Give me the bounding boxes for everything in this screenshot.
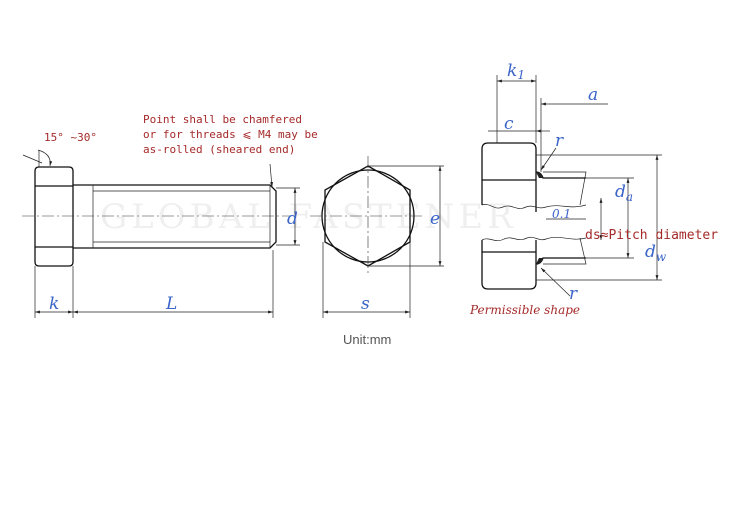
label-d: d <box>287 209 298 229</box>
label-da-sub: a <box>626 190 633 204</box>
label-da: da <box>615 182 633 204</box>
label-r-top: r <box>555 131 564 151</box>
chamfer-note-line-3: as-rolled (sheared end) <box>143 143 295 156</box>
label-c: c <box>504 114 514 134</box>
unit-label: Unit:mm <box>343 332 391 347</box>
label-k: k <box>49 294 59 314</box>
watermark: GLOBAL FASTENER <box>100 197 517 237</box>
label-dw-base: d <box>645 242 656 262</box>
hexagon-end-view <box>310 156 444 318</box>
permissible-shape-label: Permissible shape <box>469 303 580 317</box>
label-k1-base: k <box>507 61 517 81</box>
bolt-side-view <box>22 149 300 318</box>
label-dw: dw <box>645 242 667 264</box>
chamfer-angle-label: 15° ~30° <box>44 131 97 144</box>
label-k1: k1 <box>507 61 525 82</box>
head-underside-detail <box>481 75 662 297</box>
chamfer-note-line-2: or for threads ⩽ M4 may be <box>143 128 318 141</box>
label-r-bottom: r <box>569 284 578 304</box>
label-dw-sub: w <box>656 250 667 264</box>
label-e: e <box>430 209 440 229</box>
pitch-diameter-note: ds≈Pitch diameter <box>585 228 718 243</box>
label-k1-sub: 1 <box>517 68 525 82</box>
label-point-one: 0.1 <box>552 207 571 221</box>
label-s: s <box>361 294 370 314</box>
label-da-base: d <box>615 182 626 202</box>
chamfer-note-line-1: Point shall be chamfered <box>143 113 302 126</box>
label-L: L <box>165 294 177 314</box>
label-a: a <box>588 85 598 105</box>
